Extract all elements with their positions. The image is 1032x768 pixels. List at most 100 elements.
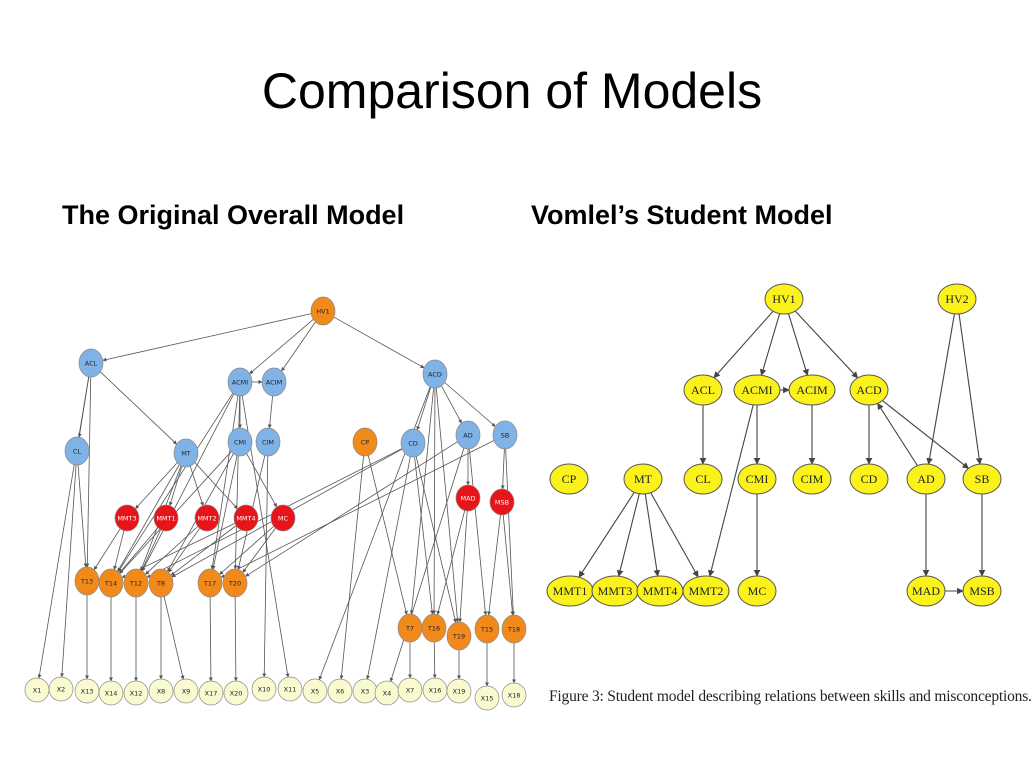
right-node-label: SB bbox=[975, 472, 990, 486]
right-node-label: CP bbox=[562, 472, 577, 486]
right-node-MMT3: MMT3 bbox=[591, 575, 639, 607]
left-edge-ACD-T7 bbox=[409, 387, 435, 615]
left-node-label: X19 bbox=[453, 687, 466, 695]
left-node-label: X5 bbox=[311, 687, 320, 695]
right-node-MMT1: MMT1 bbox=[546, 575, 594, 607]
left-node-label: MAD bbox=[460, 494, 475, 502]
left-edge-HV1-ACL bbox=[102, 313, 312, 362]
right-node-label: HV1 bbox=[772, 292, 795, 306]
left-edge-ACMI-T17 bbox=[210, 395, 239, 570]
left-node-label: T8 bbox=[156, 579, 165, 587]
right-node-label: MMT2 bbox=[689, 584, 724, 598]
left-node-X6: X6 bbox=[327, 678, 353, 704]
left-node-label: MC bbox=[278, 514, 289, 522]
left-node-AD: AD bbox=[455, 420, 481, 450]
left-node-X16: X16 bbox=[422, 677, 448, 703]
right-node-label: MSB bbox=[969, 584, 994, 598]
left-edge-MMT3-T13 bbox=[93, 528, 121, 571]
left-edge-T17-X17 bbox=[208, 596, 213, 682]
left-node-label: X18 bbox=[508, 691, 521, 699]
left-edge-MT-MMT4 bbox=[194, 462, 238, 510]
left-node-ACIM: ACIM bbox=[261, 367, 287, 397]
left-node-T15: T15 bbox=[474, 614, 500, 644]
left-node-label: X15 bbox=[481, 694, 494, 702]
left-node-label: T16 bbox=[427, 624, 440, 632]
left-edge-SB-MSB bbox=[500, 448, 505, 490]
left-node-CP: CP bbox=[352, 427, 378, 457]
left-node-MMT4: MMT4 bbox=[233, 504, 259, 532]
left-edge-CL-X2 bbox=[60, 464, 77, 678]
left-node-X7: X7 bbox=[397, 677, 423, 703]
left-node-label: CL bbox=[73, 447, 82, 455]
left-edge-CD-X3 bbox=[366, 456, 411, 680]
left-node-X11: X11 bbox=[277, 676, 303, 702]
left-node-X5: X5 bbox=[302, 678, 328, 704]
left-node-MT: MT bbox=[173, 438, 199, 468]
left-node-label: X17 bbox=[205, 689, 218, 697]
left-edge-MMT3-T14 bbox=[113, 530, 125, 570]
left-node-label: T14 bbox=[104, 579, 117, 587]
figure-caption: Figure 3: Student model describing relat… bbox=[549, 688, 1032, 705]
left-edge-CP-T7 bbox=[367, 455, 408, 615]
left-edge-HV1-ACIM bbox=[281, 321, 316, 372]
left-node-T7: T7 bbox=[397, 613, 423, 643]
right-node-label: MAD bbox=[912, 584, 940, 598]
left-node-T20: T20 bbox=[222, 568, 248, 598]
left-node-X9: X9 bbox=[173, 678, 199, 704]
left-node-label: X8 bbox=[157, 687, 166, 695]
left-edge-ACMI-T14 bbox=[117, 392, 234, 573]
right-node-CP: CP bbox=[549, 463, 589, 495]
left-node-label: T7 bbox=[405, 624, 414, 632]
right-edge-HV1-ACD bbox=[794, 310, 859, 379]
right-node-ACD: ACD bbox=[849, 374, 889, 406]
left-node-X12: X12 bbox=[123, 680, 149, 706]
right-node-label: MMT1 bbox=[553, 584, 588, 598]
right-node-label: CIM bbox=[801, 472, 824, 486]
left-node-SB: SB bbox=[492, 420, 518, 450]
right-node-AD: AD bbox=[906, 463, 946, 495]
right-node-label: CL bbox=[695, 472, 710, 486]
left-node-label: CIM bbox=[262, 438, 274, 446]
left-edge-SB-T18 bbox=[505, 448, 516, 616]
left-node-T13: T13 bbox=[74, 566, 100, 596]
right-node-MMT4: MMT4 bbox=[636, 575, 684, 607]
left-edge-AD-T20 bbox=[245, 441, 458, 577]
left-node-label: ACIM bbox=[266, 378, 282, 386]
right-node-MT: MT bbox=[623, 463, 663, 495]
left-node-label: X4 bbox=[383, 689, 392, 697]
right-node-SB: SB bbox=[962, 463, 1002, 495]
left-node-label: SB bbox=[501, 431, 510, 439]
right-edge-HV2-AD bbox=[926, 313, 955, 465]
left-node-CIM: CIM bbox=[255, 427, 281, 457]
left-node-label: X11 bbox=[284, 685, 297, 693]
right-edge-HV1-ACIM bbox=[787, 313, 809, 376]
left-node-T19: T19 bbox=[446, 621, 472, 651]
left-subtitle: The Original Overall Model bbox=[62, 200, 405, 230]
left-node-label: T17 bbox=[203, 579, 216, 587]
left-edge-MAD-T16 bbox=[436, 510, 466, 615]
right-node-HV1: HV1 bbox=[764, 283, 804, 315]
left-edge-MT-MMT1 bbox=[168, 466, 183, 507]
right-edge-ACD-SB bbox=[882, 400, 970, 469]
left-edge-ACD-CD bbox=[416, 387, 432, 431]
left-node-MMT2: MMT2 bbox=[194, 504, 220, 532]
right-edge-AD-ACD bbox=[877, 402, 918, 466]
left-edge-CP-X6 bbox=[339, 455, 365, 680]
left-node-X14: X14 bbox=[98, 680, 124, 706]
left-node-label: X10 bbox=[258, 685, 271, 693]
right-node-label: MC bbox=[748, 584, 767, 598]
left-node-X19: X19 bbox=[446, 678, 472, 704]
left-edge-CD-T19 bbox=[415, 456, 457, 623]
right-node-label: MT bbox=[634, 472, 653, 486]
left-edge-SB-T17 bbox=[220, 440, 495, 578]
left-edge-MSB-T18 bbox=[502, 514, 515, 616]
left-node-label: T15 bbox=[480, 625, 493, 633]
left-edge-MMT2-T12 bbox=[145, 526, 199, 575]
left-node-label: T20 bbox=[228, 579, 241, 587]
slide-title: Comparison of Models bbox=[261, 63, 763, 119]
left-edge-ACMI-T20 bbox=[233, 395, 241, 570]
left-node-T16: T16 bbox=[421, 613, 447, 643]
left-node-label: X16 bbox=[429, 686, 442, 694]
